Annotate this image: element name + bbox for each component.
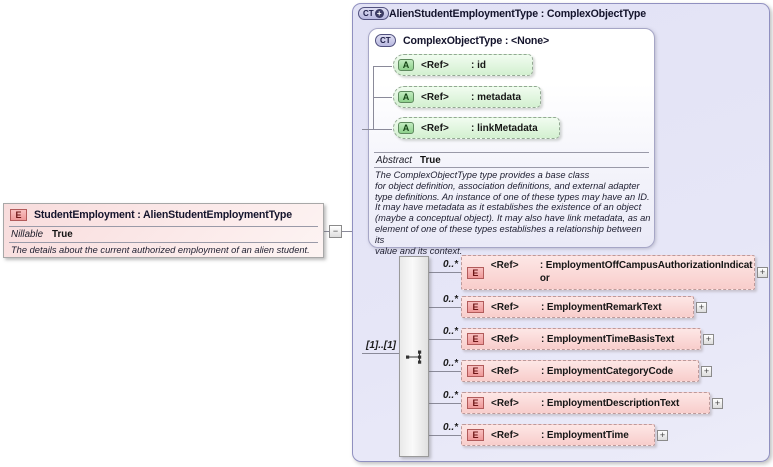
separator (9, 226, 318, 227)
expand-toggle[interactable]: + (696, 302, 707, 313)
element-icon: E (467, 429, 484, 441)
element-row-employmentremarktext[interactable]: E <Ref> : EmploymentRemarkText (461, 296, 694, 318)
property-name: Nillable (11, 229, 44, 240)
element-ref: <Ref> (491, 365, 519, 377)
property-name: Abstract (376, 155, 412, 166)
attribute-icon: A (398, 91, 414, 103)
attribute-row-linkmetadata[interactable]: A <Ref> : linkMetadata (393, 117, 560, 139)
connector-line (373, 66, 392, 67)
attribute-name: : linkMetadata (471, 122, 538, 134)
connector-line (373, 97, 392, 98)
connector-line (429, 272, 462, 273)
complex-type-icon: CT (375, 34, 396, 47)
attribute-ref: <Ref> (421, 122, 449, 134)
separator (374, 167, 649, 168)
connector-line (362, 353, 400, 354)
connector-line (429, 339, 462, 340)
connector-line (429, 435, 462, 436)
element-ref: <Ref> (491, 397, 519, 409)
element-icon: E (467, 365, 484, 377)
collapse-toggle[interactable]: − (329, 225, 342, 238)
element-icon: E (10, 209, 27, 221)
element-row-employmentcategorycode[interactable]: E <Ref> : EmploymentCategoryCode (461, 360, 699, 382)
connector-line (429, 371, 462, 372)
element-ref: <Ref> (491, 333, 519, 345)
element-name: : EmploymentCategoryCode (541, 365, 674, 377)
attribute-icon: A (398, 122, 414, 134)
element-ref: <Ref> (490, 260, 519, 271)
separator (374, 152, 649, 153)
attribute-name: : metadata (471, 91, 522, 103)
occurs-label: 0..* (442, 422, 458, 433)
global-element-annotation: The details about the current authorized… (11, 245, 310, 255)
sequence-icon (406, 350, 422, 364)
global-element-box[interactable]: E StudentEmployment : AlienStudentEmploy… (3, 203, 324, 258)
sequence-compositor[interactable] (399, 256, 429, 457)
attribute-row-id[interactable]: A <Ref> : id (393, 54, 533, 76)
occurs-label: 0..* (442, 358, 458, 369)
connector-line (324, 231, 362, 232)
connector-line (429, 307, 462, 308)
property-value: True (420, 155, 441, 166)
sequence-cardinality: [1]..[1] (366, 340, 396, 351)
element-row-employmentdescriptiontext[interactable]: E <Ref> : EmploymentDescriptionText (461, 392, 710, 414)
occurs-label: 0..* (442, 390, 458, 401)
element-row-employmenttimebasistext[interactable]: E <Ref> : EmploymentTimeBasisText (461, 328, 701, 350)
element-row-employmenttime[interactable]: E <Ref> : EmploymentTime (461, 424, 655, 446)
element-name: : EmploymentTime (541, 429, 629, 441)
element-icon: E (467, 397, 484, 409)
element-name: : EmploymentRemarkText (541, 301, 662, 313)
attribute-name: : id (471, 59, 486, 71)
connector-line (429, 403, 462, 404)
attribute-ref: <Ref> (421, 59, 449, 71)
global-element-title: StudentEmployment : AlienStudentEmployme… (34, 209, 292, 221)
element-name: : EmploymentTimeBasisText (541, 333, 675, 345)
occurs-label: 0..* (442, 326, 458, 337)
complex-type-extension-icon: CT+ (358, 7, 389, 20)
property-value: True (52, 229, 73, 240)
separator (9, 242, 318, 243)
expand-toggle[interactable]: + (712, 398, 723, 409)
expand-toggle[interactable]: + (703, 334, 714, 345)
complex-type-title: AlienStudentEmploymentType : ComplexObje… (389, 8, 646, 20)
expand-toggle[interactable]: + (701, 366, 712, 377)
plus-badge-icon: + (374, 9, 384, 18)
occurs-label: 0..* (442, 294, 458, 305)
attribute-row-metadata[interactable]: A <Ref> : metadata (393, 86, 541, 108)
expand-toggle[interactable]: + (657, 430, 668, 441)
element-ref: <Ref> (491, 301, 519, 313)
element-row-employmentoffcampusauthorizationindicator[interactable]: E <Ref> : EmploymentOffCampusAuthorizati… (461, 255, 755, 290)
element-icon: E (467, 333, 484, 345)
attribute-icon: A (398, 59, 414, 71)
element-name: : EmploymentDescriptionText (541, 397, 680, 409)
expand-toggle[interactable]: + (757, 267, 768, 278)
element-icon: E (467, 266, 484, 279)
element-name: : EmploymentOffCampusAuthorizationIndica… (539, 260, 753, 284)
element-icon: E (467, 301, 484, 313)
base-type-title: ComplexObjectType : <None> (403, 35, 550, 47)
base-type-annotation: The ComplexObjectType type provides a ba… (375, 170, 651, 256)
element-ref: <Ref> (491, 429, 519, 441)
connector-line (362, 129, 392, 130)
attribute-ref: <Ref> (421, 91, 449, 103)
occurs-label: 0..* (442, 259, 458, 270)
